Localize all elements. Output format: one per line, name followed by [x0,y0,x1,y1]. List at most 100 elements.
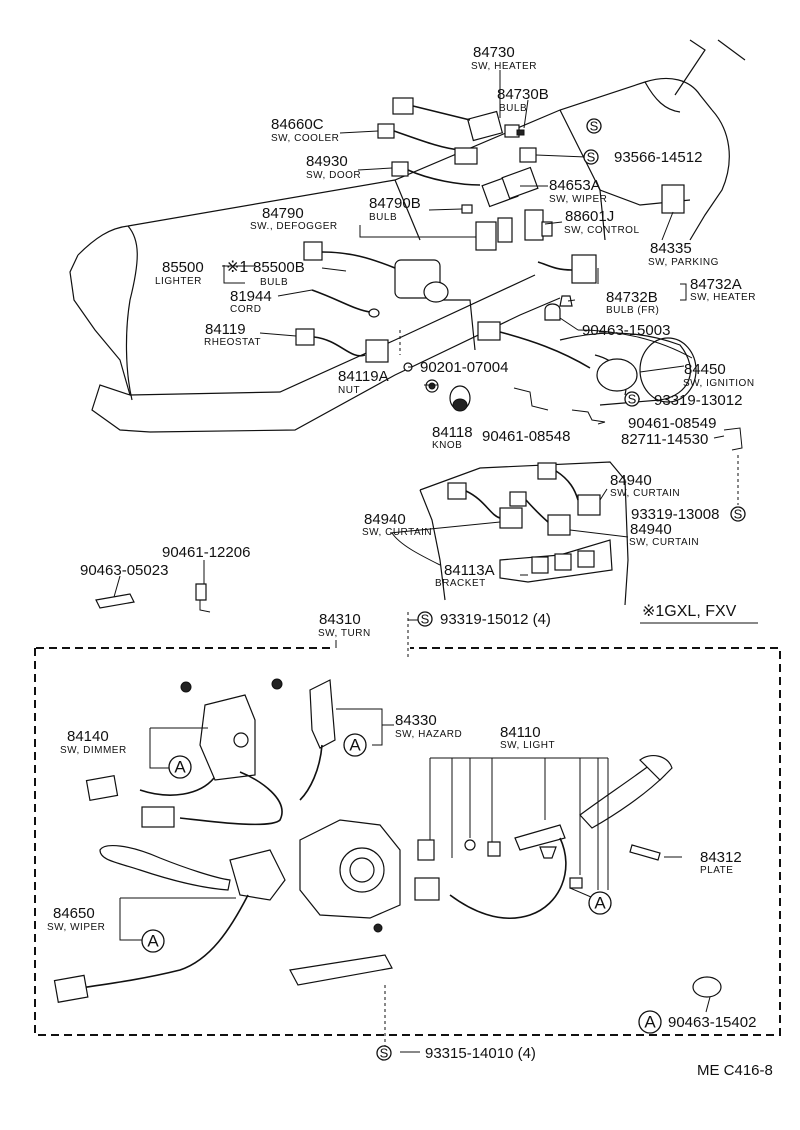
svg-text:A: A [349,736,361,755]
svg-text:84118: 84118 [432,424,473,441]
label-93315-14010: 93315-14010 (4) [425,1045,536,1062]
label-84790: 84790 SW., DEFOGGER [250,205,338,232]
label-84940-left: 84940 SW, CURTAIN [362,511,432,538]
s-symbol-4: S [730,506,746,522]
svg-text:82711-14530: 82711-14530 [621,431,708,448]
svg-text:85500: 85500 [162,259,204,276]
label-90201-07004: 90201-07004 [420,359,508,376]
label-81944: 81944 CORD [230,288,272,315]
svg-text:PLATE: PLATE [700,865,733,876]
svg-text:A: A [594,894,606,913]
svg-text:84653A: 84653A [549,177,601,194]
label-84790b: 84790B BULB [369,195,421,223]
s-symbol-5: S [417,611,433,627]
label-84310: 84310 SW, TURN [318,611,371,639]
svg-text:SW, COOLER: SW, COOLER [271,133,339,144]
svg-text:SW, DOOR: SW, DOOR [306,170,361,181]
label-90463-15003: 90463-15003 [582,322,670,339]
svg-text:90461-08549: 90461-08549 [628,415,716,432]
label-90463-05023: 90463-05023 [80,562,168,579]
svg-text:84310: 84310 [319,611,361,628]
label-84930: 84930 SW, DOOR [306,153,361,181]
svg-text:S: S [587,150,596,165]
svg-text:SW, CURTAIN: SW, CURTAIN [610,488,680,499]
s-symbol-6: S [376,1045,392,1061]
svg-text:BULB: BULB [369,212,397,223]
svg-text:84940: 84940 [630,521,672,538]
svg-text:84790: 84790 [262,205,304,222]
dashboard-outline [69,39,746,433]
svg-text:84450: 84450 [684,361,726,378]
svg-text:SW, TURN: SW, TURN [318,628,371,639]
label-84335: 84335 SW, PARKING [648,240,718,268]
svg-text:93315-14010 (4): 93315-14010 (4) [425,1045,536,1062]
svg-text:RHEOSTAT: RHEOSTAT [204,337,261,348]
svg-text:84940: 84940 [610,472,652,489]
svg-text:SW, HEATER: SW, HEATER [690,292,756,303]
label-84330: 84330 SW, HAZARD [395,712,462,740]
svg-text:BULB (FR): BULB (FR) [606,305,659,316]
svg-text:84660C: 84660C [271,116,324,133]
svg-text:90461-08548: 90461-08548 [482,428,570,445]
label-84119: 84119 RHEOSTAT [204,321,261,348]
label-90463-15402: 90463-15402 [668,1014,756,1031]
svg-text:BRACKET: BRACKET [435,578,486,589]
svg-text:CORD: CORD [230,304,261,315]
svg-text:88601J: 88601J [565,208,614,225]
svg-text:SW, IGNITION: SW, IGNITION [683,378,755,389]
svg-text:SW, DIMMER: SW, DIMMER [60,745,127,756]
label-84660c: 84660C SW, COOLER [271,116,339,144]
label-84940-top: 84940 SW, CURTAIN [610,472,680,499]
top-components [95,97,743,613]
svg-text:SW, CONTROL: SW, CONTROL [564,225,640,236]
label-84312: 84312 PLATE [700,849,742,876]
svg-text:84113A: 84113A [444,562,495,579]
svg-text:S: S [628,392,637,407]
svg-text:84650: 84650 [53,905,95,922]
label-85500: 85500 LIGHTER [155,259,204,287]
svg-text:A: A [644,1013,656,1032]
svg-text:SW, CURTAIN: SW, CURTAIN [629,537,699,548]
svg-text:84140: 84140 [67,728,109,745]
a-symbol-4: A [141,929,165,953]
a-symbol-1: A [168,755,192,779]
svg-text:NUT: NUT [338,385,360,396]
svg-text:84312: 84312 [700,849,742,866]
label-90461-08548: 90461-08548 [482,428,570,445]
svg-text:BULB: BULB [499,103,527,114]
label-90461-12206: 90461-12206 [162,544,250,561]
turn-switch-assembly [34,330,781,1050]
label-84650: 84650 SW, WIPER [47,905,105,933]
svg-text:90463-15402: 90463-15402 [668,1014,756,1031]
svg-text:84119A: 84119A [338,368,389,385]
svg-text:KNOB: KNOB [432,440,462,451]
svg-text:84110: 84110 [500,724,541,741]
label-84730: 84730 SW, HEATER [471,44,536,72]
svg-text:85500B: 85500B [253,259,305,276]
svg-text:SW., DEFOGGER: SW., DEFOGGER [250,221,338,232]
svg-text:LIGHTER: LIGHTER [155,276,202,287]
s-symbol-2: S [583,149,599,165]
svg-text:84335: 84335 [650,240,692,257]
svg-text:90461-12206: 90461-12206 [162,544,250,561]
svg-text:ME C416-8: ME C416-8 [697,1062,773,1079]
label-84118: 84118 KNOB [432,424,473,451]
label-90461-08549: 90461-08549 [628,415,716,432]
svg-text:※1: ※1 [226,259,248,276]
label-84732b: 84732B BULB (FR) [606,289,659,316]
svg-text:93319-13008: 93319-13008 [631,506,719,523]
svg-text:SW, HAZARD: SW, HAZARD [395,729,462,740]
label-84450: 84450 SW, IGNITION [683,361,755,389]
svg-text:S: S [734,507,743,522]
label-84940-right: 84940 SW, CURTAIN [629,521,699,548]
label-84730b: 84730B BULB [497,86,549,114]
svg-text:BULB: BULB [260,277,288,288]
svg-text:S: S [380,1046,389,1061]
svg-text:90463-05023: 90463-05023 [80,562,168,579]
svg-text:90463-15003: 90463-15003 [582,322,670,339]
svg-text:A: A [147,932,159,951]
svg-text:SW, WIPER: SW, WIPER [549,194,607,205]
label-84119a: 84119A NUT [338,368,389,396]
svg-text:※1GXL, FXV: ※1GXL, FXV [642,603,737,620]
